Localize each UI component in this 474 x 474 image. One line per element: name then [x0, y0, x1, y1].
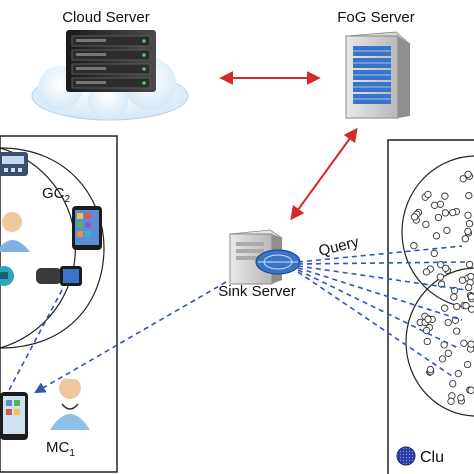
sensor-node-dot — [464, 170, 472, 178]
sensor-node-dot — [444, 349, 452, 357]
sensor-node-dot — [459, 175, 467, 183]
query-link — [297, 269, 459, 349]
sensor-node-dot — [467, 340, 474, 348]
sensor-node-dot — [422, 326, 431, 335]
sensor-node-dot — [430, 249, 438, 258]
query-link — [297, 265, 467, 291]
left-panel: GC2 — [0, 135, 118, 473]
mc-label: MC1 — [46, 439, 75, 459]
right-panel-frame — [387, 139, 474, 474]
cluster-legend-label: Clu — [420, 449, 444, 466]
fog-server-node: FoG Server — [337, 9, 415, 119]
sensor-node-dot — [465, 220, 474, 228]
sensor-node-dot — [424, 190, 432, 199]
gc-label-main: GC — [42, 185, 65, 202]
sensor-node-dot — [467, 305, 474, 313]
doctor-icon — [0, 212, 30, 252]
sensor-node-dot — [453, 327, 461, 335]
tablet-icon — [0, 392, 28, 440]
fog-server-label: FoG Server — [337, 9, 415, 26]
fog-sink-link-arrow — [290, 127, 358, 221]
sensor-node-dot — [441, 192, 449, 200]
rack-server-icon — [66, 30, 156, 92]
mc-label-sub: 1 — [69, 448, 75, 459]
doctor-icon — [50, 375, 90, 430]
sensor-node-dot — [430, 201, 439, 209]
sensor-node-dot — [441, 209, 450, 217]
sensor-node-dot — [464, 227, 472, 236]
sensor-node-dot — [426, 365, 435, 374]
gc-label: GC2 — [42, 185, 71, 205]
sensor-node-dot — [434, 213, 443, 222]
gc-mc-dashed-link — [7, 289, 63, 393]
gc-group-boundary-arc — [0, 147, 105, 349]
mc-label-main: MC — [46, 439, 69, 456]
sensor-node-dot — [444, 318, 452, 327]
sensor-node-dot — [437, 280, 446, 288]
sensor-node-dot — [432, 232, 441, 240]
sensor-node-dot — [467, 386, 474, 394]
sensor-node-dot — [453, 302, 461, 311]
sensor-node-dot — [460, 339, 468, 347]
cluster-circle-top — [401, 155, 474, 309]
sensor-node-dot — [449, 208, 457, 217]
sensor-node-dot — [463, 360, 472, 369]
sensor-node-dot — [447, 397, 455, 405]
tower-server-icon — [345, 31, 411, 119]
medical-device-icon — [0, 152, 28, 176]
sensor-node-dot — [467, 272, 474, 281]
query-links — [297, 245, 467, 377]
sensor-node-dot — [410, 213, 419, 221]
right-panel: Clu — [387, 139, 474, 474]
sensor-node-dot — [449, 380, 457, 388]
cloud-server-label: Cloud Server — [62, 9, 150, 26]
sensor-node-dot — [462, 302, 470, 310]
sensor-node-dot — [422, 220, 430, 229]
sensor-node-dot — [436, 273, 444, 281]
sensor-node-dots — [410, 170, 474, 405]
gc-label-sub: 2 — [65, 194, 71, 205]
query-link — [297, 271, 453, 377]
sensor-node-dot — [467, 293, 474, 301]
sink-mc-dashed-arrow — [34, 281, 227, 394]
sensor-node-dot — [464, 211, 472, 219]
sensor-node-dot — [410, 242, 418, 250]
sensor-node-dot — [424, 315, 432, 323]
sensor-node-dot — [450, 293, 458, 301]
sensor-node-dot — [441, 304, 449, 312]
sensor-node-dot — [465, 260, 474, 269]
sensor-node-dot — [465, 283, 473, 292]
smartwatch-icon — [36, 266, 82, 286]
cloud-server-node: Cloud Server — [31, 9, 189, 121]
sensor-node-dot — [436, 200, 445, 208]
sensor-node-dot — [438, 355, 447, 363]
cluster-circle-bottom — [405, 267, 474, 417]
sensor-node-dot — [461, 235, 469, 243]
sensor-node-dot — [422, 268, 431, 276]
legend: Clu — [396, 446, 444, 466]
globe-icon — [255, 249, 301, 275]
sensor-node-dot — [454, 370, 462, 378]
tablet-icon — [72, 206, 102, 250]
sensor-node-dot — [442, 264, 450, 272]
sensor-node-dot — [457, 394, 465, 402]
sensor-node-dot — [443, 226, 451, 235]
sink-server-node: Sink Server — [218, 229, 301, 300]
query-link — [297, 261, 467, 265]
sensor-node-dot — [423, 337, 431, 346]
sensor-node-icon — [0, 266, 14, 286]
left-panel-frame — [0, 135, 118, 473]
query-link — [297, 245, 463, 263]
sensor-node-dot — [465, 191, 473, 200]
query-link — [297, 267, 463, 321]
sink-server-label: Sink Server — [218, 283, 296, 300]
sensor-node-dot — [458, 276, 467, 284]
cluster-legend-icon — [396, 446, 416, 466]
